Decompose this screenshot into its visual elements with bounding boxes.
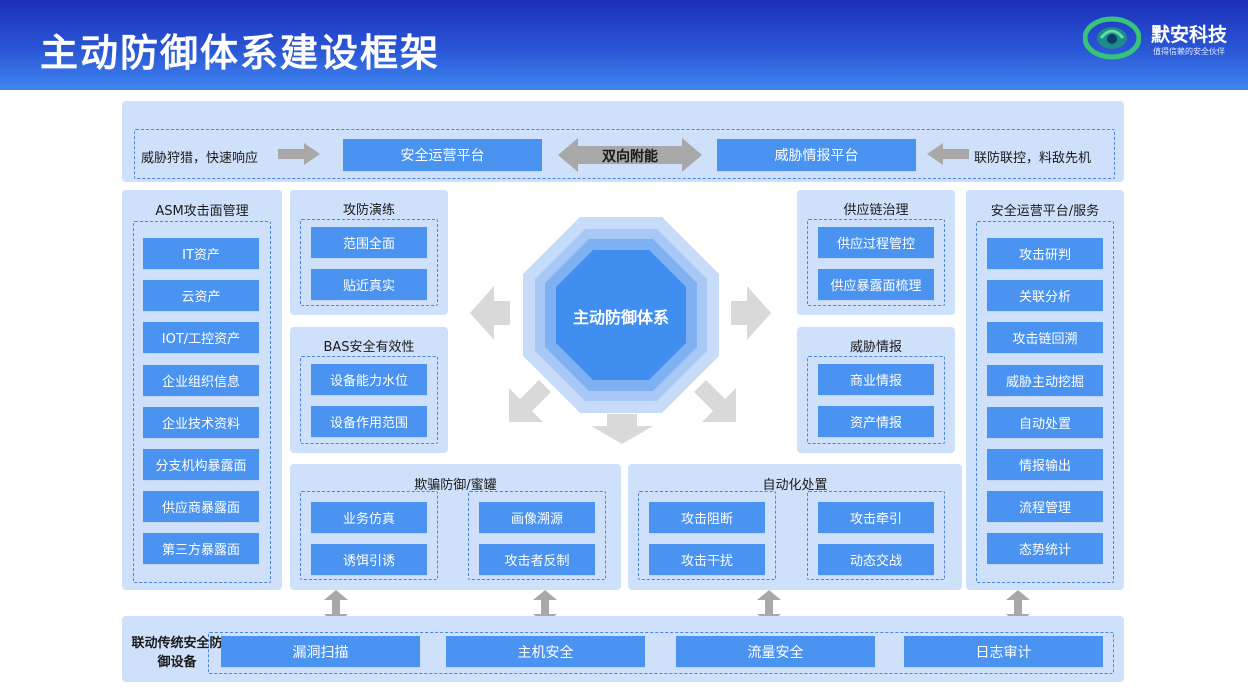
bas-item-capability[interactable]: 设备能力水位 — [311, 364, 427, 395]
double-arrow-icon — [558, 138, 702, 172]
vertical-arrow-icon-2 — [533, 590, 557, 624]
asm-item-5[interactable]: 企业技术资料 — [143, 407, 259, 438]
automation-right-dashed-box — [807, 491, 945, 580]
intel-item-asset[interactable]: 资产情报 — [818, 406, 934, 437]
deception-item-counterattack[interactable]: 攻击者反制 — [479, 544, 595, 575]
bas-item-scope[interactable]: 设备作用范围 — [311, 406, 427, 437]
automation-left-dashed-box — [638, 491, 776, 580]
logo-name: 默安科技 — [1151, 24, 1228, 46]
center-label: 主动防御体系 — [572, 308, 669, 327]
legacy-defense-dashed-box — [208, 632, 1114, 674]
bas-dashed-box — [300, 356, 438, 444]
deception-left-dashed-box — [300, 491, 438, 580]
asm-title: ASM攻击面管理 — [155, 204, 249, 219]
host-security-button[interactable]: 主机安全 — [446, 636, 645, 667]
security-ops-item-6[interactable]: 情报输出 — [987, 449, 1103, 480]
arrow-out-left-icon — [470, 286, 510, 340]
center-octagon-graphic — [523, 217, 719, 413]
deception-right-dashed-box — [468, 491, 606, 580]
top-platform-dashed-box — [134, 129, 1115, 179]
log-audit-button[interactable]: 日志审计 — [904, 636, 1103, 667]
page-title: 主动防御体系建设框架 — [40, 31, 441, 75]
logo-slogan: 值得信赖的安全伙伴 — [1153, 47, 1225, 56]
deception-item-profiling[interactable]: 画像溯源 — [479, 502, 595, 533]
auto-item-engage[interactable]: 动态交战 — [818, 544, 934, 575]
asm-item-3[interactable]: IOT/工控资产 — [143, 322, 259, 353]
asm-item-1[interactable]: IT资产 — [143, 238, 259, 269]
security-ops-dashed-box — [976, 221, 1114, 583]
joint-defense-text: 联防联控，料敌先机 — [974, 151, 1092, 166]
header-banner: 主动防御体系建设框架 默安科技 值得信赖的安全伙伴 — [0, 0, 1248, 90]
security-ops-platform-button[interactable]: 安全运营平台 — [343, 139, 542, 171]
security-ops-item-1[interactable]: 攻击研判 — [987, 238, 1103, 269]
arrow-right-icon — [278, 143, 320, 165]
supply-chain-title: 供应链治理 — [843, 203, 909, 218]
asm-item-2[interactable]: 云资产 — [143, 280, 259, 311]
security-ops-item-2[interactable]: 关联分析 — [987, 280, 1103, 311]
vertical-arrow-icon-3 — [757, 590, 781, 624]
logo-eye-icon — [1083, 16, 1141, 60]
drill-dashed-box — [300, 219, 438, 306]
vertical-arrow-icon-4 — [1006, 590, 1030, 624]
security-ops-item-4[interactable]: 威胁主动挖掘 — [987, 365, 1103, 396]
asm-item-8[interactable]: 第三方暴露面 — [143, 533, 259, 564]
security-ops-item-5[interactable]: 自动处置 — [987, 407, 1103, 438]
drill-item-comprehensive[interactable]: 范围全面 — [311, 227, 427, 258]
arrow-left-icon — [927, 143, 969, 165]
arrow-out-bottom-right-icon — [694, 380, 736, 422]
deception-item-bait[interactable]: 诱饵引诱 — [311, 544, 427, 575]
supply-chain-dashed-box — [807, 219, 945, 306]
vertical-arrow-icon-1 — [324, 590, 348, 624]
legacy-defense-label: 联动传统安全防御设备 — [130, 634, 224, 672]
company-logo: 默安科技 值得信赖的安全伙伴 — [1083, 14, 1243, 64]
drill-item-realistic[interactable]: 贴近真实 — [311, 269, 427, 300]
arrow-out-bottom-left-icon — [509, 380, 551, 422]
drill-title: 攻防演练 — [342, 203, 395, 218]
auto-item-interfere[interactable]: 攻击干扰 — [649, 544, 765, 575]
security-ops-item-3[interactable]: 攻击链回溯 — [987, 322, 1103, 353]
asm-item-7[interactable]: 供应商暴露面 — [143, 491, 259, 522]
legacy-defense-label-text: 联动传统安全防御设备 — [131, 636, 223, 670]
security-ops-item-8[interactable]: 态势统计 — [987, 533, 1103, 564]
deception-title: 欺骗防御/蜜罐 — [414, 478, 497, 493]
asm-dashed-box — [133, 221, 271, 583]
top-platform-panel — [122, 101, 1124, 182]
security-ops-title: 安全运营平台/服务 — [990, 204, 1100, 219]
supply-item-exposure[interactable]: 供应暴露面梳理 — [818, 269, 934, 300]
vuln-scan-button[interactable]: 漏洞扫描 — [221, 636, 420, 667]
threat-intel-dashed-box — [807, 356, 945, 444]
threat-intel-platform-button[interactable]: 威胁情报平台 — [717, 139, 916, 171]
threat-intel-title: 威胁情报 — [849, 340, 902, 355]
traffic-security-button[interactable]: 流量安全 — [676, 636, 875, 667]
automation-title: 自动化处置 — [762, 478, 828, 493]
asm-item-6[interactable]: 分支机构暴露面 — [143, 449, 259, 480]
bidirectional-enable-label: 双向附能 — [602, 149, 658, 165]
asm-item-4[interactable]: 企业组织信息 — [143, 365, 259, 396]
threat-hunting-text: 威胁狩猎，快速响应 — [141, 151, 259, 166]
bas-title: BAS安全有效性 — [323, 340, 415, 355]
arrow-out-right-icon — [731, 286, 771, 340]
intel-item-commercial[interactable]: 商业情报 — [818, 364, 934, 395]
deception-item-business-sim[interactable]: 业务仿真 — [311, 502, 427, 533]
arrow-out-bottom-icon — [591, 414, 653, 444]
auto-item-block[interactable]: 攻击阻断 — [649, 502, 765, 533]
security-ops-item-7[interactable]: 流程管理 — [987, 491, 1103, 522]
supply-item-process[interactable]: 供应过程管控 — [818, 227, 934, 258]
auto-item-divert[interactable]: 攻击牵引 — [818, 502, 934, 533]
